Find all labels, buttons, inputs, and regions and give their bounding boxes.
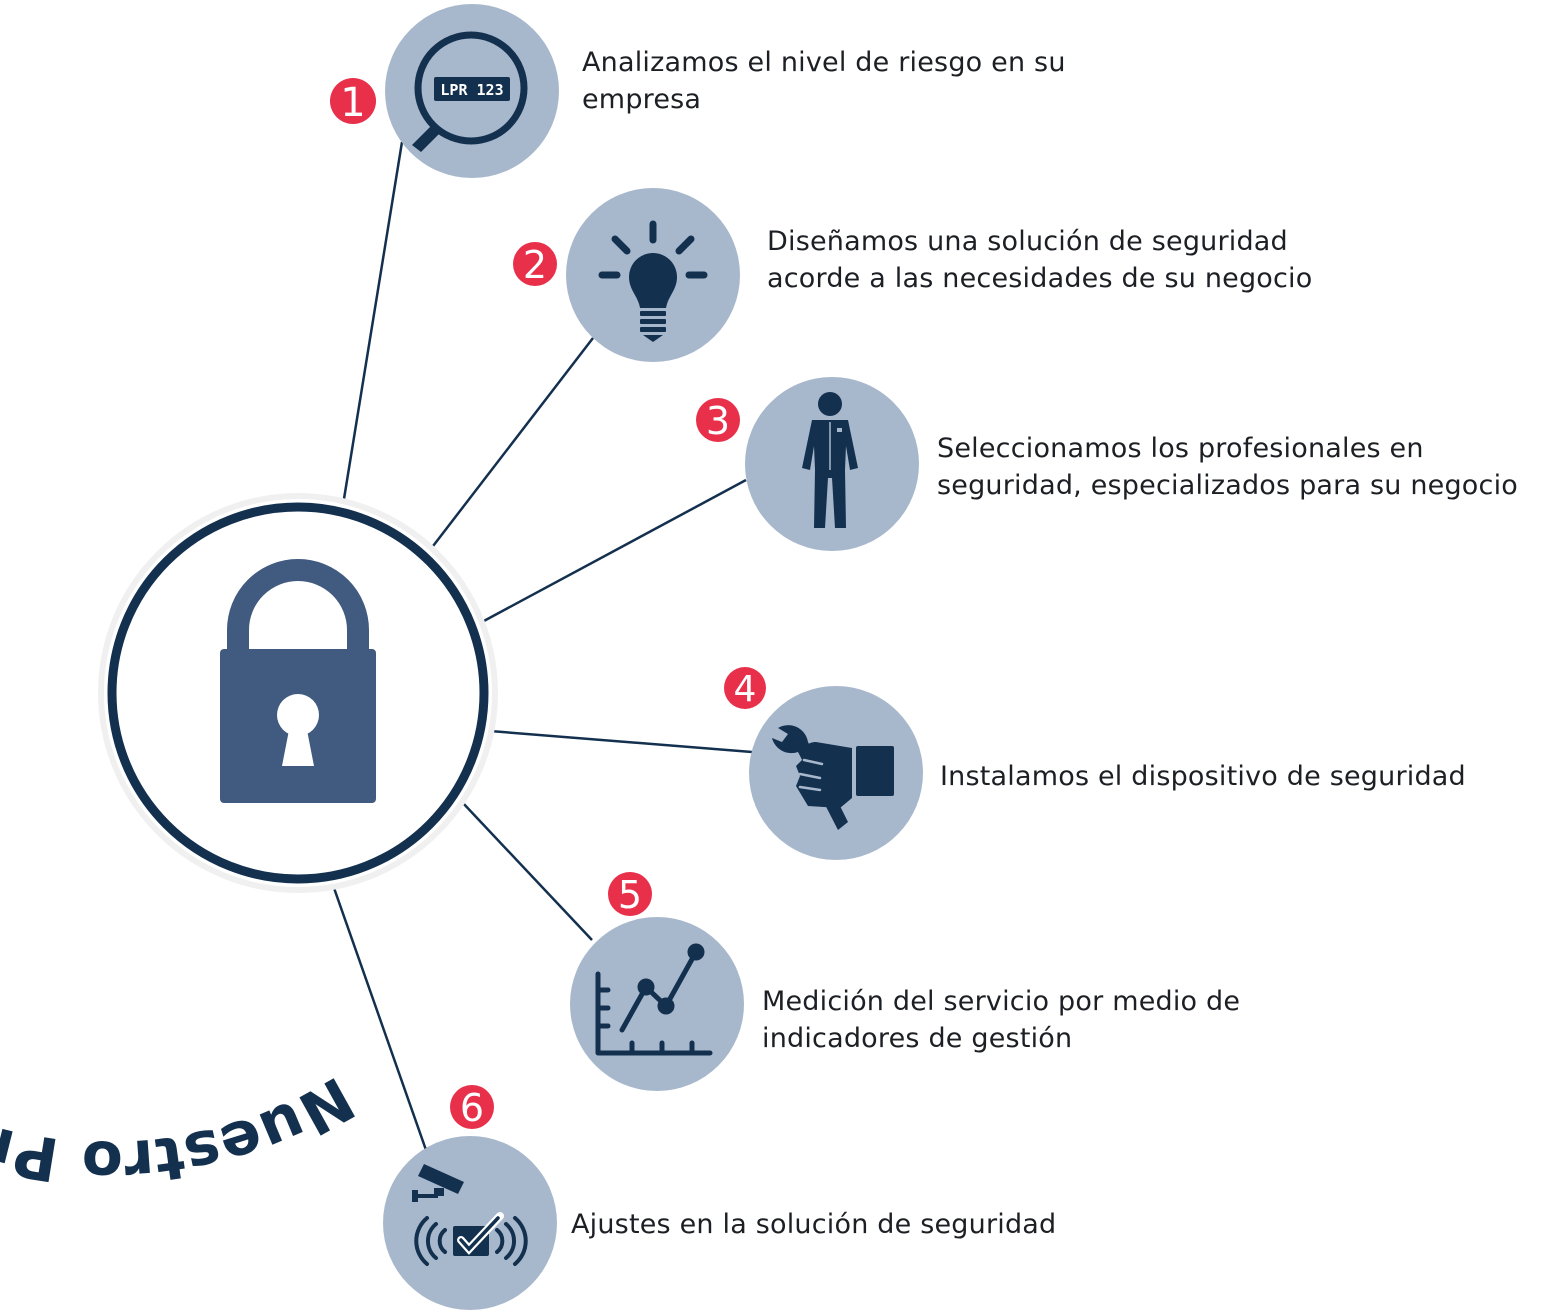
step-5-line-1: Medición del servicio por medio de [762,986,1241,1017]
step-1-line-2: empresa [582,84,702,115]
step-4-description: Instalamos el dispositivo de seguridad [940,758,1466,795]
step-4: 4 [724,667,923,860]
step-2-line-2: acorde a las necesidades de su negocio [767,263,1313,294]
magnifier-license-plate-icon: LPR 123 [412,31,528,152]
step-4-line-1: Instalamos el dispositivo de seguridad [940,761,1466,792]
connector-line-5 [461,801,593,941]
step-6-description: Ajustes en la solución de seguridad [571,1206,1056,1243]
step-5-badge [608,872,652,916]
step-5-description: Medición del servicio por medio de indic… [762,983,1240,1057]
step-6: 6 [383,1085,557,1310]
connector-line-3 [481,478,747,624]
step-3-description: Seleccionamos los profesionales en segur… [937,430,1518,504]
lightbulb-icon [598,220,708,342]
center-circle [98,493,498,893]
lpr-plate-text: LPR 123 [440,81,503,99]
step-6-line-1: Ajustes en la solución de seguridad [571,1209,1057,1240]
step-3: 3 [696,377,919,551]
step-1: LPR 123 1 [330,4,559,178]
step-2-line-1: Diseñamos una solución de seguridad [767,226,1288,257]
padlock-icon [220,559,376,803]
step-1-line-1: Analizamos el nivel de riesgo en su [582,47,1066,78]
step-1-badge [330,78,376,124]
step-2-number: 2 [523,243,547,287]
step-1-description: Analizamos el nivel de riesgo en su empr… [582,44,1066,118]
connector-line-6 [332,887,428,1151]
step-6-circle [383,1136,557,1310]
step-4-badge [724,667,766,709]
step-4-number: 4 [734,669,757,710]
step-3-badge [696,398,740,442]
step-2-badge [513,242,557,286]
connector-line-4 [489,729,753,754]
connector-line-1 [341,141,404,506]
hand-wrench-icon [772,725,894,830]
step-3-line-2: seguridad, especializados para su negoci… [937,470,1518,501]
security-guard-icon [802,392,858,528]
step-5-number: 5 [618,873,642,917]
camera-alarm-check-icon [412,1164,528,1266]
step-2-description: Diseñamos una solución de seguridad acor… [767,223,1312,297]
step-5-circle [570,917,744,1091]
step-3-number: 3 [706,399,730,443]
connector-line-2 [429,337,594,551]
step-6-badge [450,1085,494,1129]
step-5: 5 [570,872,744,1091]
step-6-number: 6 [460,1086,484,1130]
step-5-line-2: indicadores de gestión [762,1023,1073,1054]
connector-lines [332,141,753,1151]
step-3-line-1: Seleccionamos los profesionales en [937,433,1424,464]
step-2: 2 [513,188,740,362]
step-1-number: 1 [340,80,365,126]
line-chart-icon [595,943,713,1056]
